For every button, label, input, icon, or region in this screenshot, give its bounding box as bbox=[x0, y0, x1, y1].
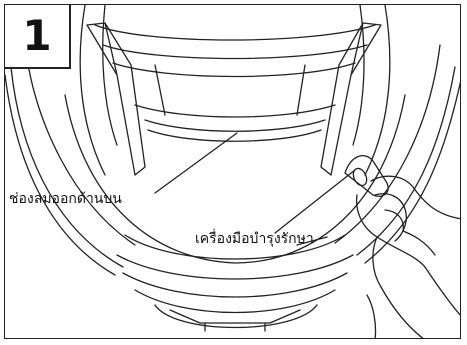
upper-vent bbox=[86, 22, 382, 176]
helmet-liner bbox=[64, 94, 406, 332]
helmet-illustration bbox=[5, 5, 460, 338]
step-number-box: 1 bbox=[5, 5, 71, 69]
upper-vent-label: ช่องลมออกด้านบน bbox=[9, 191, 122, 207]
hand-with-tool bbox=[344, 155, 460, 338]
helmet-shell bbox=[5, 5, 460, 276]
step-number: 1 bbox=[22, 11, 52, 60]
illustration-frame: 1 ช่องลมออกด้านบน เครื่องมือบำรุงรักษา bbox=[4, 4, 461, 339]
leader-lines bbox=[154, 132, 356, 246]
maintenance-tool-label: เครื่องมือบำรุงรักษา bbox=[195, 231, 314, 247]
